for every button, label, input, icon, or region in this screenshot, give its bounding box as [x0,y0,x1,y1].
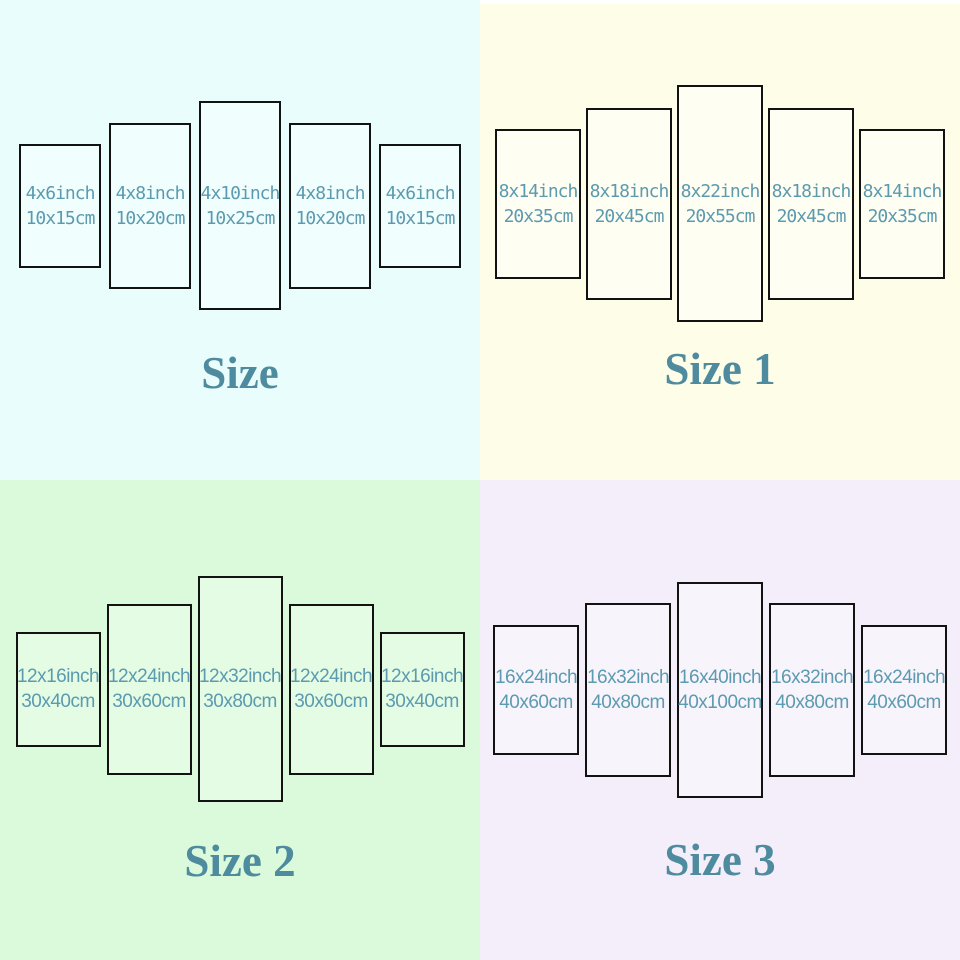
canvas-panel: 8x14inch 20x35cm [859,128,945,279]
quadrant-title: Size 3 [664,835,776,885]
panel-cm-label: 40x100cm [678,692,762,713]
panel-cm-label: 40x80cm [591,692,665,713]
panel-cm-label: 20x35cm [503,205,574,227]
quadrant-size: 4x6inch 10x15cm 4x8inch 10x20cm 4x10inch… [0,0,480,480]
panel-row: 4x6inch 10x15cm 4x8inch 10x20cm 4x10inch… [19,101,461,310]
panel-cm-label: 30x60cm [294,691,368,712]
panel-inch-label: 8x22inch [680,180,761,202]
panel-cm-label: 10x20cm [115,207,186,229]
quadrant-size-1: 8x14inch 20x35cm 8x18inch 20x45cm 8x22in… [480,0,960,480]
panel-inch-label: 8x14inch [498,180,579,202]
panel-inch-label: 16x24inch [862,667,946,688]
panel-inch-label: 16x40inch [678,667,762,688]
panel-inch-label: 4x6inch [25,182,96,204]
panel-cm-label: 30x60cm [112,691,186,712]
panel-cm-label: 40x80cm [775,692,849,713]
panel-inch-label: 12x16inch [16,666,100,687]
panel-cm-label: 20x35cm [867,205,938,227]
panel-cm-label: 10x15cm [25,207,96,229]
canvas-panel: 16x32inch 40x80cm [769,603,855,777]
panel-cm-label: 20x45cm [776,205,847,227]
panel-row: 8x14inch 20x35cm 8x18inch 20x45cm 8x22in… [495,85,945,322]
canvas-panel: 16x40inch 40x100cm [677,582,763,798]
panel-inch-label: 4x6inch [385,182,456,204]
panel-inch-label: 8x18inch [771,180,852,202]
panel-cm-label: 10x20cm [295,207,366,229]
panel-inch-label: 12x16inch [380,666,464,687]
canvas-panel: 16x24inch 40x60cm [861,625,947,755]
panel-cm-label: 20x45cm [594,205,665,227]
panel-inch-label: 4x8inch [295,182,366,204]
canvas-panel: 12x24inch 30x60cm [288,603,374,775]
quadrant-title: Size 2 [184,836,296,886]
canvas-panel: 16x32inch 40x80cm [585,603,671,777]
quadrant-size-3: 16x24inch 40x60cm 16x32inch 40x80cm 16x4… [480,480,960,960]
panel-inch-label: 8x14inch [862,180,943,202]
canvas-panel: 4x8inch 10x20cm [289,122,371,289]
canvas-panel: 12x16inch 30x40cm [379,631,465,747]
canvas-panel: 12x24inch 30x60cm [106,603,192,775]
canvas-panel: 4x6inch 10x15cm [379,143,461,268]
canvas-panel: 4x6inch 10x15cm [19,143,101,268]
canvas-panel: 12x16inch 30x40cm [15,631,101,747]
panel-inch-label: 12x32inch [198,666,282,687]
panel-cm-label: 30x80cm [203,691,277,712]
panel-inch-label: 8x18inch [589,180,670,202]
canvas-panel: 8x14inch 20x35cm [495,128,581,279]
canvas-panel: 16x24inch 40x60cm [493,625,579,755]
panel-row: 12x16inch 30x40cm 12x24inch 30x60cm 12x3… [15,576,465,802]
canvas-panel: 8x18inch 20x45cm [586,107,672,300]
canvas-panel: 4x8inch 10x20cm [109,122,191,289]
panel-cm-label: 20x55cm [685,205,756,227]
canvas-panel: 8x22inch 20x55cm [677,85,763,322]
quadrant-size-2: 12x16inch 30x40cm 12x24inch 30x60cm 12x3… [0,480,480,960]
panel-cm-label: 10x25cm [205,207,276,229]
panel-inch-label: 12x24inch [289,666,373,687]
panel-inch-label: 4x10inch [200,182,281,204]
panel-cm-label: 30x40cm [385,691,459,712]
quadrant-title: Size [201,348,279,398]
canvas-panel: 12x32inch 30x80cm [197,576,283,802]
panel-cm-label: 40x60cm [867,692,941,713]
canvas-panel: 8x18inch 20x45cm [768,107,854,300]
panel-inch-label: 16x32inch [770,667,854,688]
canvas-panel: 4x10inch 10x25cm [199,101,281,310]
panel-inch-label: 16x24inch [494,667,578,688]
panel-cm-label: 30x40cm [21,691,95,712]
panel-row: 16x24inch 40x60cm 16x32inch 40x80cm 16x4… [493,582,947,798]
panel-inch-label: 4x8inch [115,182,186,204]
panel-cm-label: 40x60cm [499,692,573,713]
panel-cm-label: 10x15cm [385,207,456,229]
panel-inch-label: 16x32inch [586,667,670,688]
panel-inch-label: 12x24inch [107,666,191,687]
quadrant-title: Size 1 [664,344,776,394]
